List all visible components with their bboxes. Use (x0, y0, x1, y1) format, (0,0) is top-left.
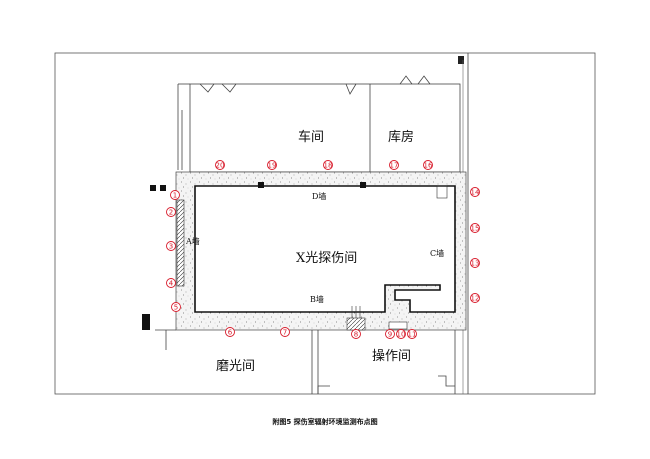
point-7: 7 (280, 327, 290, 337)
point-19: 19 (267, 160, 277, 170)
svg-text:1: 1 (173, 192, 177, 200)
svg-text:10: 10 (397, 331, 406, 339)
point-15: 15 (470, 223, 480, 233)
point-6: 6 (225, 327, 235, 337)
lower-rooms (142, 314, 456, 394)
svg-text:14: 14 (471, 189, 480, 197)
point-11: 11 (407, 329, 417, 339)
svg-text:13: 13 (471, 260, 480, 268)
room-label-warehouse: 库房 (388, 129, 414, 145)
point-8: 8 (351, 329, 361, 339)
svg-text:19: 19 (268, 162, 277, 170)
point-9: 9 (385, 329, 395, 339)
svg-text:18: 18 (324, 162, 333, 170)
svg-text:2: 2 (169, 209, 173, 217)
point-18: 18 (323, 160, 333, 170)
room-label-operation: 操作间 (372, 348, 411, 364)
wall-label-d: D墙 (312, 191, 326, 201)
column-top-right (458, 56, 464, 64)
wall-label-c: C墙 (430, 248, 444, 258)
svg-text:7: 7 (283, 329, 287, 337)
svg-text:17: 17 (390, 162, 399, 170)
point-2: 2 (166, 207, 176, 217)
point-17: 17 (389, 160, 399, 170)
point-20: 20 (215, 160, 225, 170)
svg-text:5: 5 (174, 304, 178, 312)
figure-caption: 附图5 探伤室辐射环境监测布点图 (272, 418, 378, 426)
svg-text:3: 3 (169, 243, 173, 251)
svg-text:11: 11 (408, 331, 417, 339)
svg-text:6: 6 (228, 329, 233, 337)
svg-text:4: 4 (169, 280, 174, 288)
point-12: 12 (470, 293, 480, 303)
point-5: 5 (171, 302, 181, 312)
point-16: 16 (423, 160, 433, 170)
room-label-xray: X光探伤间 (296, 251, 357, 266)
svg-text:15: 15 (471, 225, 480, 233)
point-14: 14 (470, 187, 480, 197)
room-label-grinding: 磨光间 (216, 359, 255, 374)
drawing-frame (54, 52, 596, 395)
svg-text:9: 9 (388, 331, 392, 339)
svg-text:20: 20 (216, 162, 225, 170)
shielding-walls (150, 171, 467, 331)
svg-text:16: 16 (424, 162, 433, 170)
point-3: 3 (166, 241, 176, 251)
point-13: 13 (470, 258, 480, 268)
wall-label-a: A墙 (185, 236, 200, 246)
room-label-workshop: 车间 (298, 129, 324, 145)
monitoring-points: 1 2 3 4 5 6 7 8 9 10 11 12 13 14 15 16 1… (166, 160, 480, 339)
point-10: 10 (396, 329, 406, 339)
svg-text:12: 12 (471, 295, 480, 303)
svg-text:8: 8 (354, 331, 358, 339)
wall-label-b: B墙 (310, 294, 324, 304)
upper-rooms (177, 75, 461, 173)
point-4: 4 (166, 278, 176, 288)
point-1: 1 (170, 190, 180, 200)
